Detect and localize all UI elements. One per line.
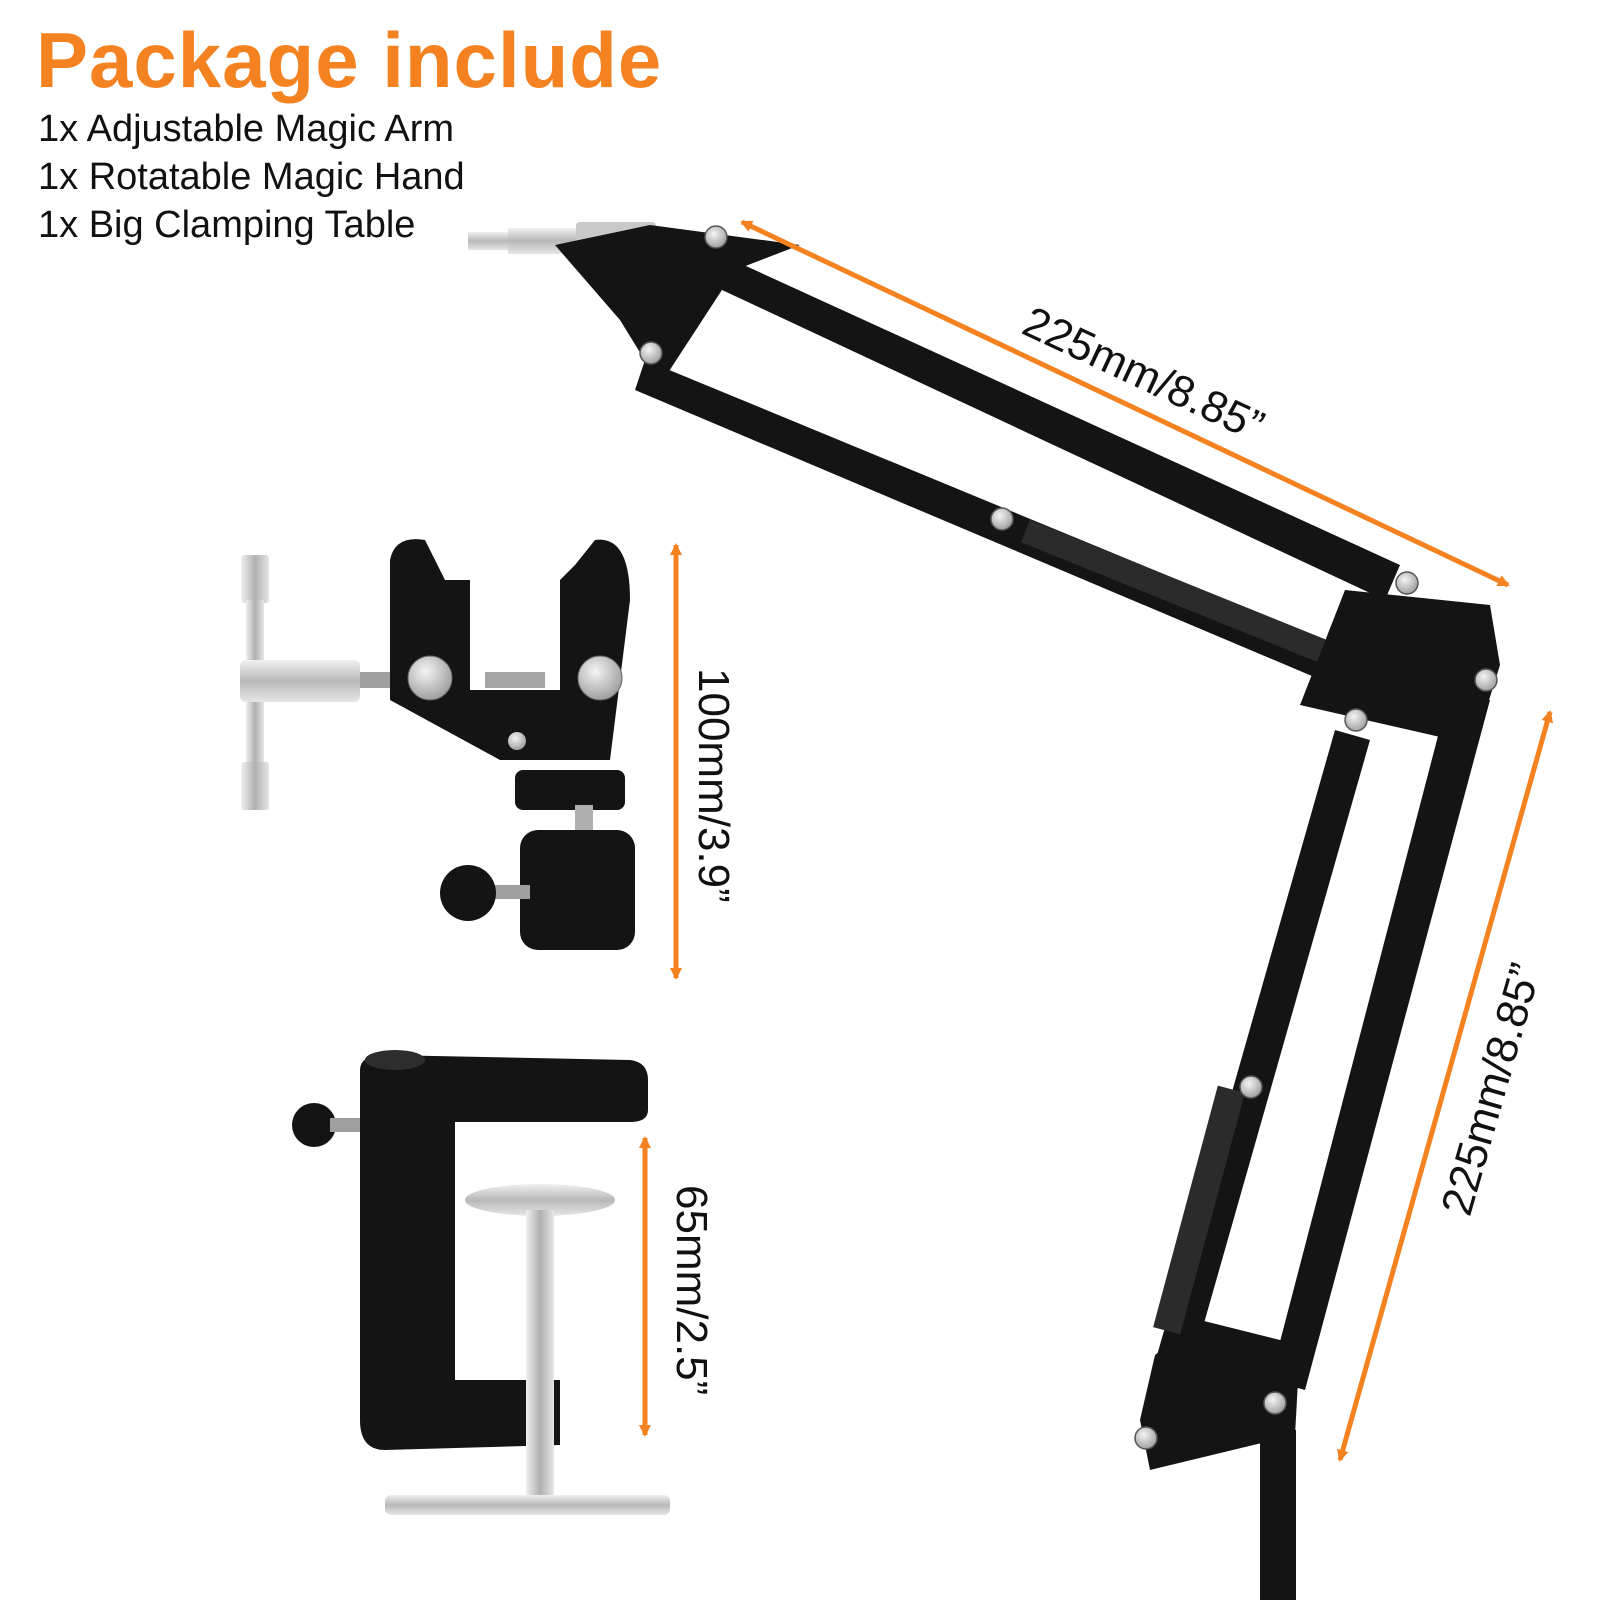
dimension-table-clamp: 65mm/2.5”: [667, 1185, 716, 1396]
package-item-magic-arm: 1x Adjustable Magic Arm: [38, 108, 455, 150]
magic-hand: [240, 539, 635, 950]
package-item-magic-hand: 1x Rotatable Magic Hand: [38, 156, 465, 198]
dimension-arrows: [639, 219, 1554, 1462]
arm-lower-arrow: [1336, 710, 1554, 1462]
lower-spring: [1153, 1085, 1245, 1335]
arm-upper-arrow: [740, 219, 1510, 588]
dimension-magic-hand: 100mm/3.9”: [689, 668, 738, 903]
page-title: Package include: [36, 16, 663, 104]
package-item-clamp-table: 1x Big Clamping Table: [38, 204, 416, 246]
table-clamp: [292, 1050, 670, 1515]
arm-top-screw: [468, 232, 510, 250]
package-list: 1x Adjustable Magic Arm 1x Rotatable Mag…: [38, 105, 465, 249]
